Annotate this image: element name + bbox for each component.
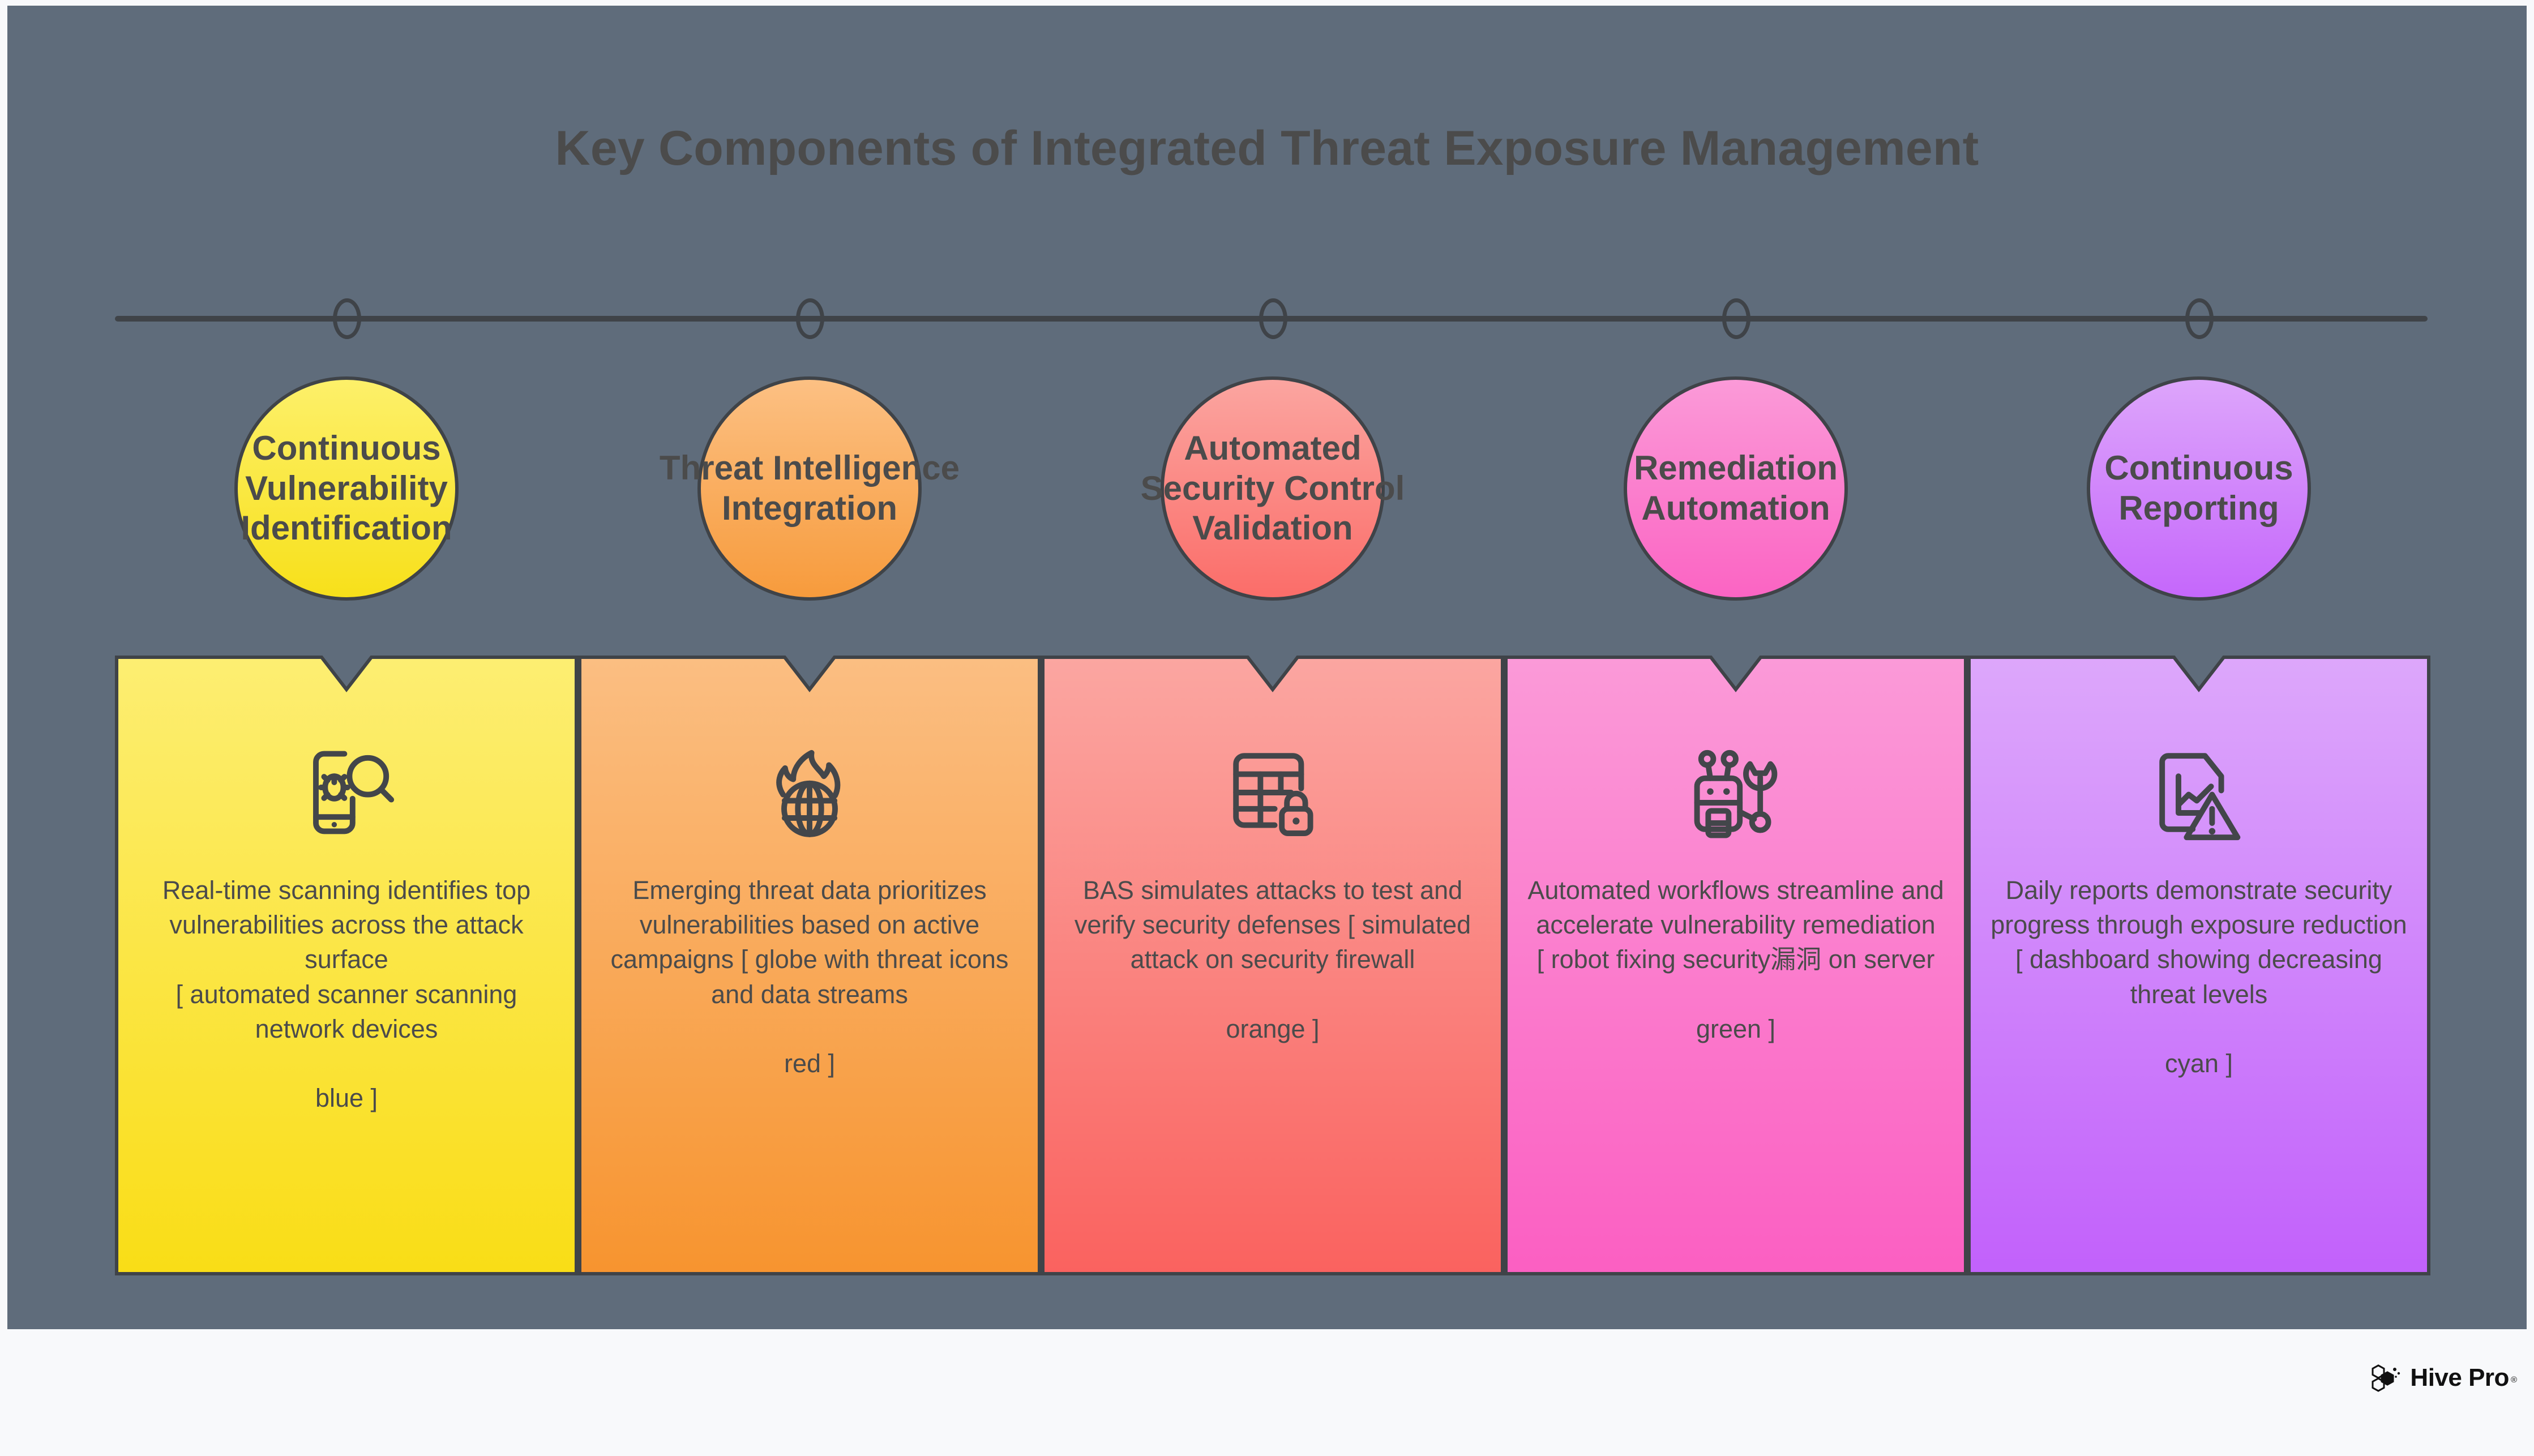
robot-wrench-icon (1694, 750, 1778, 838)
step-bubble-1[interactable]: Continuous Vulnerability Identification (234, 376, 459, 601)
step-bubble-2[interactable]: Threat Intelligence Integration (660, 376, 960, 601)
step-bubble-label-2: Threat Intelligence Integration (659, 449, 960, 527)
step-bubble-3[interactable]: Automated Security Control Validation (1141, 376, 1405, 601)
brand-logo-text: Hive Pro (2410, 1364, 2509, 1391)
timeline-node-4 (1722, 298, 1750, 339)
card-shape-1 (115, 656, 578, 1275)
card-shape-3 (1041, 656, 1504, 1275)
card-shape-2 (578, 656, 1041, 1275)
card-text-4: Automated workflows streamline and accel… (1527, 876, 1944, 1043)
brand-logo: Hive Pro® (2370, 1362, 2517, 1394)
card-text-2: Emerging threat data prioritizes vulnera… (610, 876, 1009, 1078)
step-column-4: Remediation Automation (1504, 6, 1967, 1329)
card-shape-4 (1504, 656, 1967, 1275)
step-card-5[interactable]: Daily reports demonstrate security progr… (1967, 656, 2430, 1275)
globe-flame-icon (776, 750, 841, 837)
card-content-3: BAS simulates attacks to test and verify… (1041, 656, 1504, 1275)
card-content-5: Daily reports demonstrate security progr… (1967, 656, 2430, 1275)
card-content-4: Automated workflows streamline and accel… (1504, 656, 1967, 1275)
page-title: Key Components of Integrated Threat Expo… (555, 121, 1979, 175)
mobile-bug-scan-icon (313, 751, 395, 834)
step-card-4[interactable]: Automated workflows streamline and accel… (1504, 656, 1967, 1275)
card-content-2: Emerging threat data prioritizes vulnera… (578, 656, 1041, 1275)
step-card-1[interactable]: Real-time scanning identifies top vulner… (115, 656, 578, 1275)
timeline-track (115, 298, 2428, 339)
step-bubble-5[interactable]: Continuous Reporting (2087, 376, 2311, 601)
footer-bar: Hive Pro® (0, 1329, 2534, 1456)
card-text-5: Daily reports demonstrate security progr… (1991, 876, 2407, 1078)
step-card-2[interactable]: Emerging threat data prioritizes vulnera… (578, 656, 1041, 1275)
report-chart-warning-icon (2159, 753, 2241, 841)
step-bubble-label-1: Continuous Vulnerability Identification (241, 429, 452, 547)
hive-hexagon-icon (2372, 1364, 2400, 1392)
step-bubble-label-5: Continuous Reporting (2104, 449, 2293, 527)
steps-columns: Continuous Vulnerability Identification (7, 6, 2527, 1329)
step-column-5: Continuous Reporting (1967, 6, 2430, 1329)
brand-logo-trademark: ® (2510, 1374, 2517, 1385)
card-content-1: Real-time scanning identifies top vulner… (115, 656, 578, 1275)
card-text-1: Real-time scanning identifies top vulner… (162, 876, 531, 1113)
timeline-node-5 (2185, 298, 2214, 339)
step-bubble-4[interactable]: Remediation Automation (1624, 376, 1848, 601)
card-shape-5 (1967, 656, 2430, 1275)
step-column-2: Threat Intelligence Integration (578, 6, 1041, 1329)
timeline-node-3 (1259, 298, 1287, 339)
step-column-3: Automated Security Control Validation (1041, 6, 1504, 1329)
step-card-3[interactable]: BAS simulates attacks to test and verify… (1041, 656, 1504, 1275)
slide-area: Key Components of Integrated Threat Expo… (7, 6, 2527, 1329)
card-text-3: BAS simulates attacks to test and verify… (1074, 876, 1471, 1043)
step-bubble-label-4: Remediation Automation (1633, 449, 1838, 527)
timeline-node-2 (796, 298, 824, 339)
step-column-1: Continuous Vulnerability Identification (115, 6, 578, 1329)
firewall-lock-icon (1233, 753, 1313, 836)
step-bubble-label-3: Automated Security Control Validation (1140, 429, 1405, 547)
timeline-node-1 (333, 298, 361, 339)
